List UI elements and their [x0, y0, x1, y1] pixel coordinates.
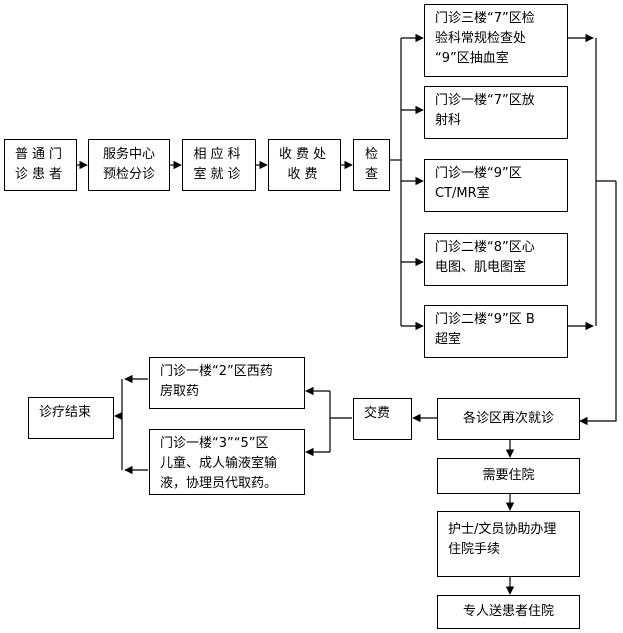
node-escort: 专人送患者住院 [437, 595, 580, 629]
node-pharmacy-infusion: 门诊一楼“3”“5”区 儿童、成人输液室输 液，协理员代取药。 [149, 429, 305, 495]
arrow-to-revisit [579, 181, 617, 426]
node-end: 诊疗结束 [28, 397, 114, 439]
node-pharmacy-west-label: 门诊一楼“2”区西药 房取药 [160, 364, 273, 399]
node-department-label: 相应科 室就诊 [193, 147, 245, 182]
node-admission: 护士/文员协助办理 住院手续 [437, 511, 580, 577]
node-payment: 交费 [353, 398, 412, 440]
node-exam-ctmr-label: 门诊一楼“9”区 CT/MR室 [435, 166, 522, 201]
node-service-center-label: 服务中心 预检分诊 [102, 147, 155, 182]
node-revisit: 各诊区再次就诊 [437, 398, 580, 440]
node-payment-label: 交费 [364, 406, 391, 421]
node-exam-bultrasound-label: 门诊二楼“9”区 B 超室 [435, 312, 535, 347]
node-hospitalization: 需要住院 [437, 458, 580, 494]
node-exam-bultrasound: 门诊二楼“9”区 B 超室 [424, 305, 568, 358]
node-revisit-label: 各诊区再次就诊 [462, 411, 554, 426]
node-exam-floor3-label: 门诊三楼“7”区检 验科常规检查处 “9”区抽血室 [435, 11, 535, 66]
node-exam-ctmr: 门诊一楼“9”区 CT/MR室 [424, 159, 568, 212]
node-pharmacy-west: 门诊一楼“2”区西药 房取药 [149, 357, 305, 409]
node-exam-floor3: 门诊三楼“7”区检 验科常规检查处 “9”区抽血室 [424, 4, 568, 77]
node-exam-ecg: 门诊二楼“8”区心 电图、肌电图室 [424, 233, 568, 286]
node-exam-radiology-label: 门诊一楼“7”区放 射科 [435, 93, 535, 128]
node-exam-radiology: 门诊一楼“7”区放 射科 [424, 86, 568, 139]
node-cashier: 收费处 收费 [268, 139, 341, 191]
node-service-center: 服务中心 预检分诊 [88, 139, 170, 191]
node-end-label: 诊疗结束 [39, 405, 92, 420]
node-patient: 普通门 诊患者 [4, 139, 77, 191]
node-escort-label: 专人送患者住院 [462, 604, 554, 619]
node-pharmacy-infusion-label: 门诊一楼“3”“5”区 儿童、成人输液室输 液，协理员代取药。 [160, 436, 278, 491]
node-department: 相应科 室就诊 [182, 139, 256, 191]
node-exam-ecg-label: 门诊二楼“8”区心 电图、肌电图室 [435, 240, 535, 275]
node-hospitalization-label: 需要住院 [482, 468, 535, 483]
node-admission-label: 护士/文员协助办理 住院手续 [448, 522, 557, 557]
node-exam-label: 检 查 [364, 147, 378, 182]
node-cashier-label: 收费处 收费 [278, 147, 330, 182]
node-patient-label: 普通门 诊患者 [14, 147, 66, 182]
node-exam: 检 查 [353, 139, 390, 191]
